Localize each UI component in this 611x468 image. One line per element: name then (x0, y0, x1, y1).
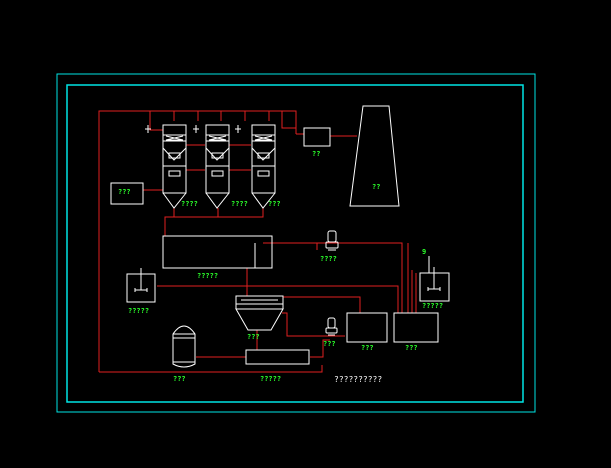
small-box-a (346, 312, 388, 343)
left-tank-label: ????? (128, 307, 149, 315)
long-tank-label: ????? (197, 272, 218, 280)
small-box-b (393, 312, 439, 343)
left-agitator-tank (126, 268, 156, 303)
column-2 (193, 124, 230, 209)
piping-network (98, 110, 430, 373)
pump-top (325, 230, 339, 251)
silo (172, 325, 196, 368)
column-1-label: ???? (181, 200, 198, 208)
top-box (303, 127, 331, 147)
small-box-a-label: ??? (361, 344, 374, 352)
drawing-note: ?????????? (334, 375, 382, 384)
pump-bottom-label: ??? (323, 340, 336, 348)
inner-frame (66, 84, 524, 403)
column-3 (235, 124, 276, 209)
bottom-tank-label: ????? (260, 375, 281, 383)
chimney (349, 105, 400, 207)
right-tank-mark: 9 (422, 248, 426, 256)
right-agitator-tank (419, 256, 450, 302)
pump-top-label: ???? (320, 255, 337, 263)
chimney-label: ?? (372, 183, 380, 191)
right-tank-label: ????? (422, 302, 443, 310)
left-box-label: ??? (118, 188, 131, 196)
small-box-b-label: ??? (405, 344, 418, 352)
pump-bottom (325, 317, 338, 336)
left-box (110, 182, 144, 205)
bottom-tank (245, 349, 310, 365)
hopper-label: ??? (247, 333, 260, 341)
column-1 (145, 124, 187, 209)
column-3-label: ??? (268, 200, 281, 208)
column-2-label: ???? (231, 200, 248, 208)
top-box-label: ?? (312, 150, 320, 158)
long-tank (162, 235, 273, 269)
outer-frame (56, 73, 536, 413)
silo-label: ??? (173, 375, 186, 383)
hopper (235, 295, 284, 331)
